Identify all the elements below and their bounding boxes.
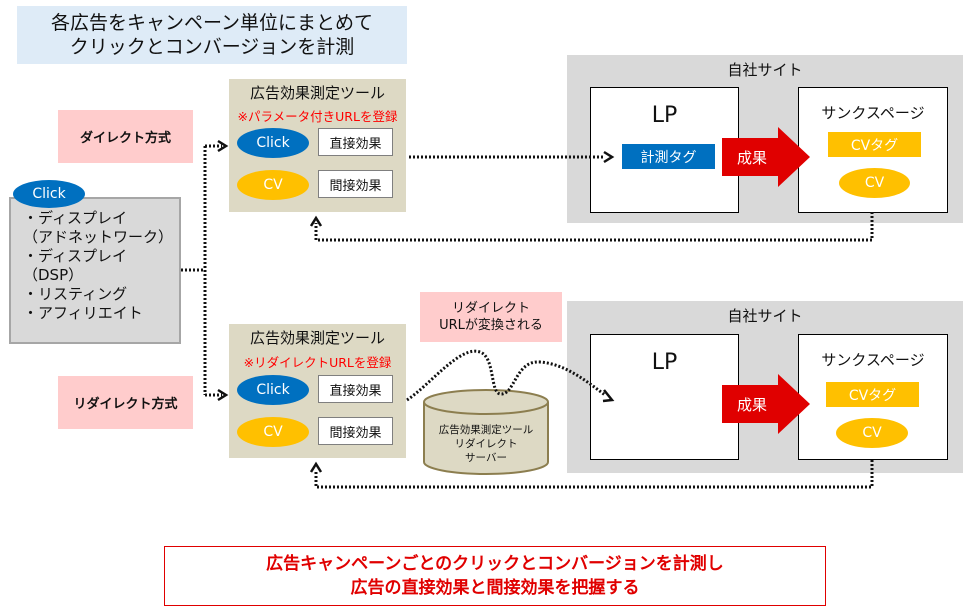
- cv-ellipse: CV: [237, 170, 309, 200]
- source-item: （アドネットワーク）: [23, 228, 174, 246]
- return-path-top: [314, 212, 874, 242]
- redirect-note: リダイレクト URLが変換される: [420, 292, 562, 342]
- result-label-top: 成果: [736, 148, 767, 167]
- summary-line-1: 広告キャンペーンごとのクリックとコンバージョンを計測し: [266, 554, 724, 574]
- redirect-note-line-1: リダイレクト: [451, 301, 530, 316]
- source-item: ・ディスプレイ: [23, 247, 127, 265]
- measurement-tag: 計測タグ: [622, 144, 715, 169]
- arrowhead-tool-direct: [217, 139, 229, 153]
- cv-tag: CVタグ: [826, 382, 919, 407]
- tool-title: 広告効果測定ツール: [249, 84, 385, 102]
- summary-line-2: 広告の直接効果と間接効果を把握する: [350, 578, 640, 598]
- result-label-bottom: 成果: [736, 395, 767, 414]
- lp-page: LP: [590, 334, 739, 460]
- site-title: 自社サイト: [727, 307, 803, 325]
- ad-sources-box: ・ディスプレイ （アドネットワーク） ・ディスプレイ （DSP） ・リスティング…: [9, 197, 181, 344]
- direct-effect-box: 直接効果: [318, 375, 393, 403]
- lp-label: LP: [651, 350, 678, 375]
- cv-ellipse: CV: [237, 417, 309, 447]
- arrowhead-return-top: [309, 215, 323, 227]
- arrowhead-return-bottom: [309, 461, 323, 473]
- arrowhead-lp: [603, 150, 615, 164]
- indirect-effect-box: 間接効果: [318, 417, 393, 445]
- cv-tag: CVタグ: [828, 132, 921, 157]
- source-item: （DSP）: [23, 266, 84, 284]
- redirect-server-label: 広告効果測定ツール リダイレクト サーバー: [424, 420, 548, 468]
- click-ellipse: Click: [237, 375, 309, 405]
- thanks-label: サンクスページ: [821, 351, 925, 369]
- company-site-top: 自社サイト LP 計測タグ サンクスページ CVタグ CV: [567, 55, 963, 223]
- return-path-bottom: [314, 460, 874, 489]
- tool-title: 広告効果測定ツール: [249, 329, 385, 347]
- diagram-title: 各広告をキャンペーン単位にまとめて クリックとコンバージョンを計測: [17, 6, 407, 64]
- thanks-page: サンクスページ CVタグ CV: [798, 334, 948, 460]
- server-line-1: 広告効果測定ツール: [438, 424, 534, 436]
- cv-ellipse: CV: [839, 168, 910, 198]
- summary-box: 広告キャンペーンごとのクリックとコンバージョンを計測し 広告の直接効果と間接効果…: [164, 546, 826, 606]
- title-line-1: 各広告をキャンペーン単位にまとめて: [50, 12, 374, 34]
- result-arrow-bottom: [722, 374, 810, 434]
- arrowhead-tool-redirect: [217, 388, 229, 402]
- direct-effect-box: 直接効果: [318, 128, 393, 156]
- title-line-2: クリックとコンバージョンを計測: [69, 36, 355, 58]
- source-item: ・アフィリエイト: [23, 304, 143, 322]
- source-item: ・ディスプレイ: [23, 209, 127, 227]
- tool-note: ※パラメータ付きURLを登録: [237, 109, 398, 124]
- measurement-tool-redirect: 広告効果測定ツール ※リダイレクトURLを登録 Click 直接効果 CV 間接…: [229, 324, 406, 458]
- cv-ellipse: CV: [836, 418, 908, 448]
- source-click-badge: Click: [13, 180, 85, 208]
- arrowhead-redirect-lp: [602, 389, 615, 403]
- direct-method-label: ダイレクト方式: [58, 110, 193, 163]
- measurement-tool-direct: 広告効果測定ツール ※パラメータ付きURLを登録 Click 直接効果 CV 間…: [229, 79, 406, 212]
- click-ellipse: Click: [237, 128, 309, 158]
- server-line-3: サーバー: [465, 452, 507, 464]
- redirect-note-line-2: URLが変換される: [439, 318, 543, 333]
- indirect-effect-box: 間接効果: [318, 170, 393, 198]
- redirect-method-label: リダイレクト方式: [58, 376, 193, 429]
- thanks-page: サンクスページ CVタグ CV: [798, 87, 948, 213]
- site-title: 自社サイト: [727, 61, 803, 79]
- source-item: ・リスティング: [23, 285, 128, 303]
- lp-label: LP: [651, 103, 678, 128]
- server-line-2: リダイレクト: [454, 438, 518, 450]
- lp-page: LP 計測タグ: [590, 87, 739, 213]
- thanks-label: サンクスページ: [821, 104, 925, 122]
- redirect-wave: [406, 349, 606, 402]
- tool-note: ※リダイレクトURLを登録: [243, 355, 392, 370]
- result-arrow-top: [722, 127, 810, 187]
- redirect-server-cylinder: [423, 389, 549, 475]
